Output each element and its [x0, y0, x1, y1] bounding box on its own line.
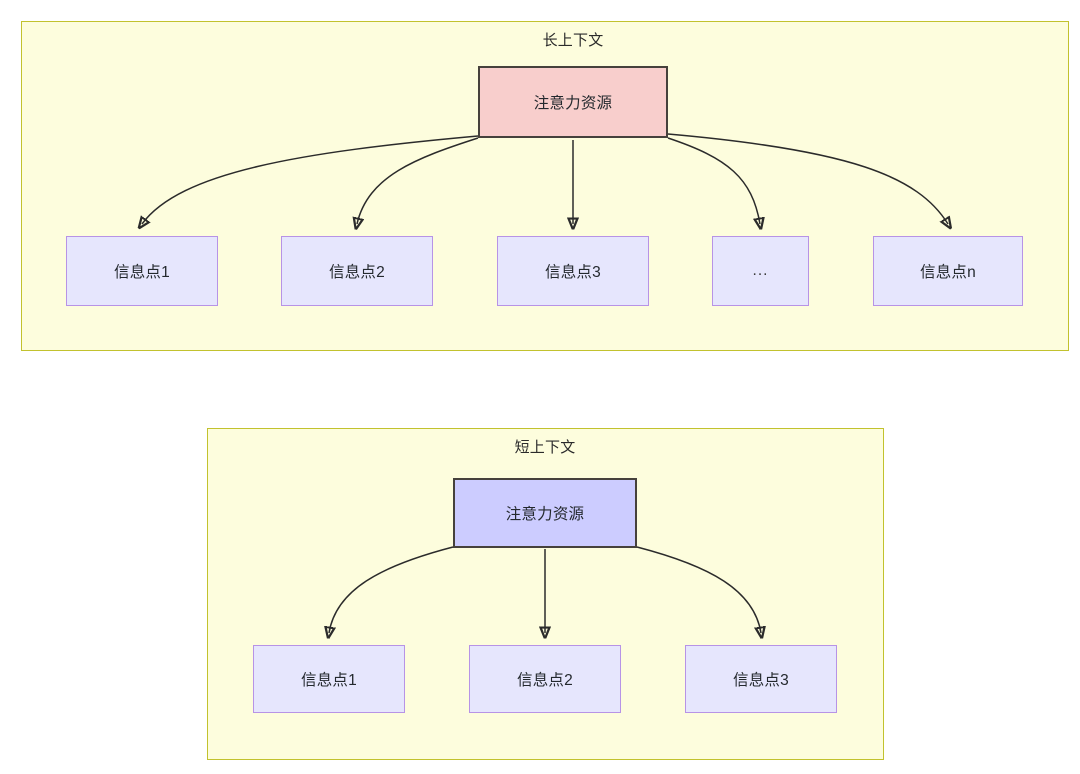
group-short-context-title: 短上下文 — [514, 439, 576, 456]
node-long-info-point-2[interactable]: 信息点2 — [281, 236, 433, 306]
node-long-info-point-ellipsis[interactable]: ... — [712, 236, 809, 306]
node-long-info-point-n[interactable]: 信息点n — [873, 236, 1023, 306]
node-short-attention-resource[interactable]: 注意力资源 — [453, 478, 637, 548]
node-short-info-point-3[interactable]: 信息点3 — [685, 645, 837, 713]
node-long-info-point-1[interactable]: 信息点1 — [66, 236, 218, 306]
node-long-info-point-3[interactable]: 信息点3 — [497, 236, 649, 306]
node-short-info-point-2[interactable]: 信息点2 — [469, 645, 621, 713]
node-short-info-point-1[interactable]: 信息点1 — [253, 645, 405, 713]
node-long-attention-resource[interactable]: 注意力资源 — [478, 66, 668, 138]
group-long-context-title: 长上下文 — [542, 32, 604, 49]
